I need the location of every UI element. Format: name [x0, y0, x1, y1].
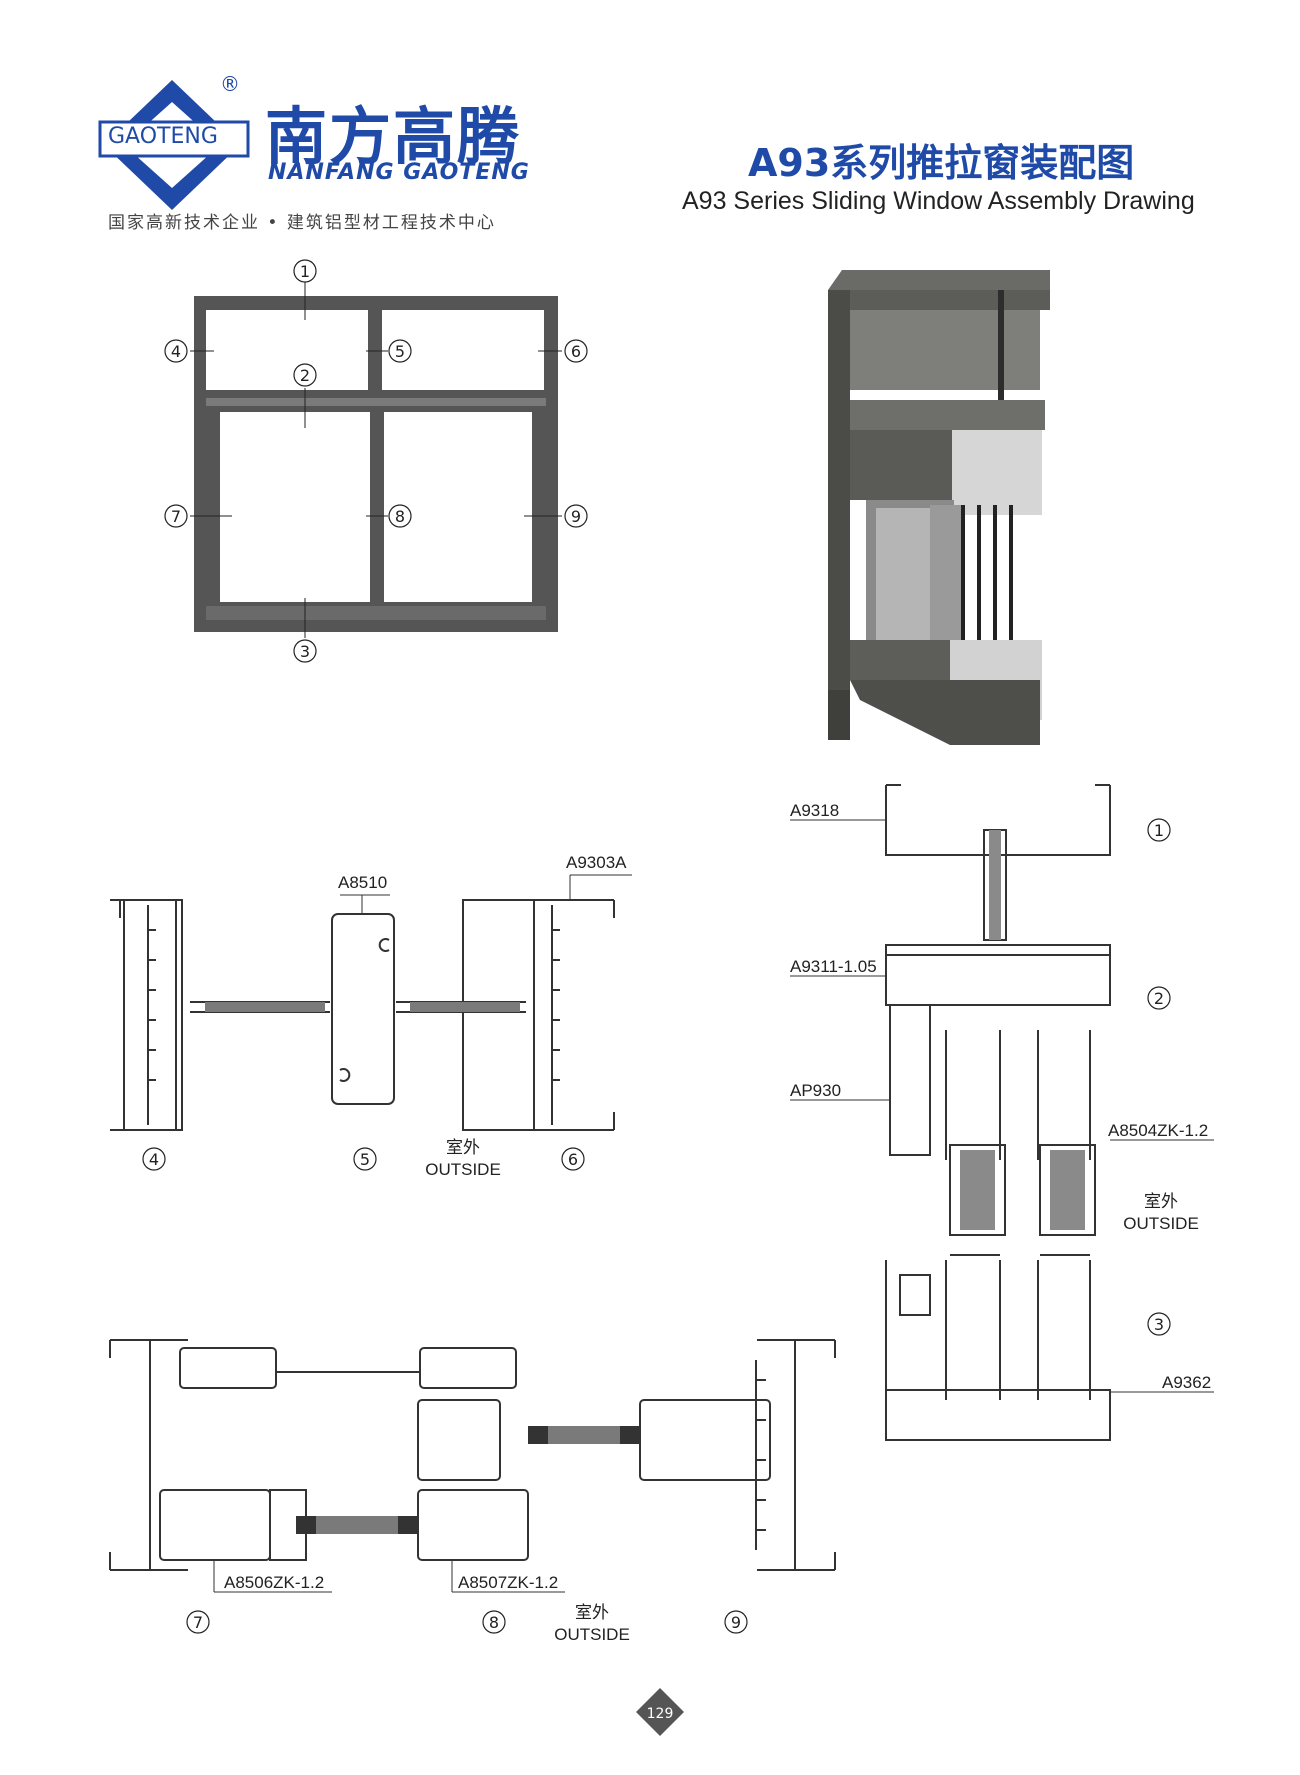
marker-5: 5	[395, 342, 405, 361]
section-marker-7: 7	[193, 1613, 203, 1632]
part-a9362: A9362	[1162, 1373, 1211, 1392]
logo-text: GAOTENG	[108, 124, 218, 149]
outside-label-cn-vertical: 室外	[1144, 1192, 1178, 1211]
tagline: 国家高新技术企业 • 建筑铝型材工程技术中心	[108, 213, 496, 233]
brand-name-cn: 南方高腾	[265, 100, 522, 173]
page-number-badge: 129	[636, 1688, 684, 1736]
marker-7: 7	[171, 507, 181, 526]
section-marker-5: 5	[360, 1150, 370, 1169]
part-a9303a: A9303A	[566, 853, 627, 872]
marker-1: 1	[300, 262, 310, 281]
part-a8506zk: A8506ZK-1.2	[224, 1573, 324, 1592]
part-a8507zk: A8507ZK-1.2	[458, 1573, 558, 1592]
brand-name-en: NANFANG GAOTENG	[268, 160, 530, 185]
part-a8504zk: A8504ZK-1.2	[1108, 1121, 1208, 1140]
marker-8: 8	[395, 507, 405, 526]
marker-9: 9	[571, 507, 581, 526]
marker-3: 3	[300, 642, 310, 661]
page-title-en: A93 Series Sliding Window Assembly Drawi…	[682, 187, 1195, 215]
outside-label-cn-top: 室外	[446, 1138, 480, 1157]
registered-mark: ®	[220, 72, 240, 96]
window-elevation: 1 2 3 4 5 6 7 8 9	[164, 259, 588, 663]
vertical-section	[790, 784, 1214, 1441]
marker-6: 6	[571, 342, 581, 361]
part-a9311: A9311-1.05	[790, 957, 877, 976]
section-marker-2: 2	[1154, 989, 1164, 1008]
section-marker-4: 4	[149, 1150, 159, 1169]
section-marker-6: 6	[568, 1150, 578, 1169]
part-ap930: AP930	[790, 1081, 841, 1100]
section-marker-1: 1	[1154, 821, 1164, 840]
outside-label-en-vertical: OUTSIDE	[1123, 1214, 1199, 1233]
part-a9318: A9318	[790, 801, 839, 820]
outside-label-en-bottom: OUTSIDE	[554, 1625, 630, 1644]
section-marker-8: 8	[489, 1613, 499, 1632]
part-a8510: A8510	[338, 873, 387, 892]
section-marker-9: 9	[731, 1613, 741, 1632]
section-marker-3: 3	[1154, 1315, 1164, 1334]
horizontal-section-top	[110, 874, 632, 1131]
page-title-cn: A93系列推拉窗装配图	[748, 141, 1135, 185]
outside-label-en-top: OUTSIDE	[425, 1160, 501, 1179]
marker-4: 4	[171, 342, 181, 361]
horizontal-section-bottom	[109, 1339, 836, 1593]
page-number: 129	[647, 1706, 674, 1722]
section-3d-render	[828, 270, 1050, 745]
marker-2: 2	[300, 366, 310, 385]
outside-label-cn-bottom: 室外	[575, 1603, 609, 1622]
